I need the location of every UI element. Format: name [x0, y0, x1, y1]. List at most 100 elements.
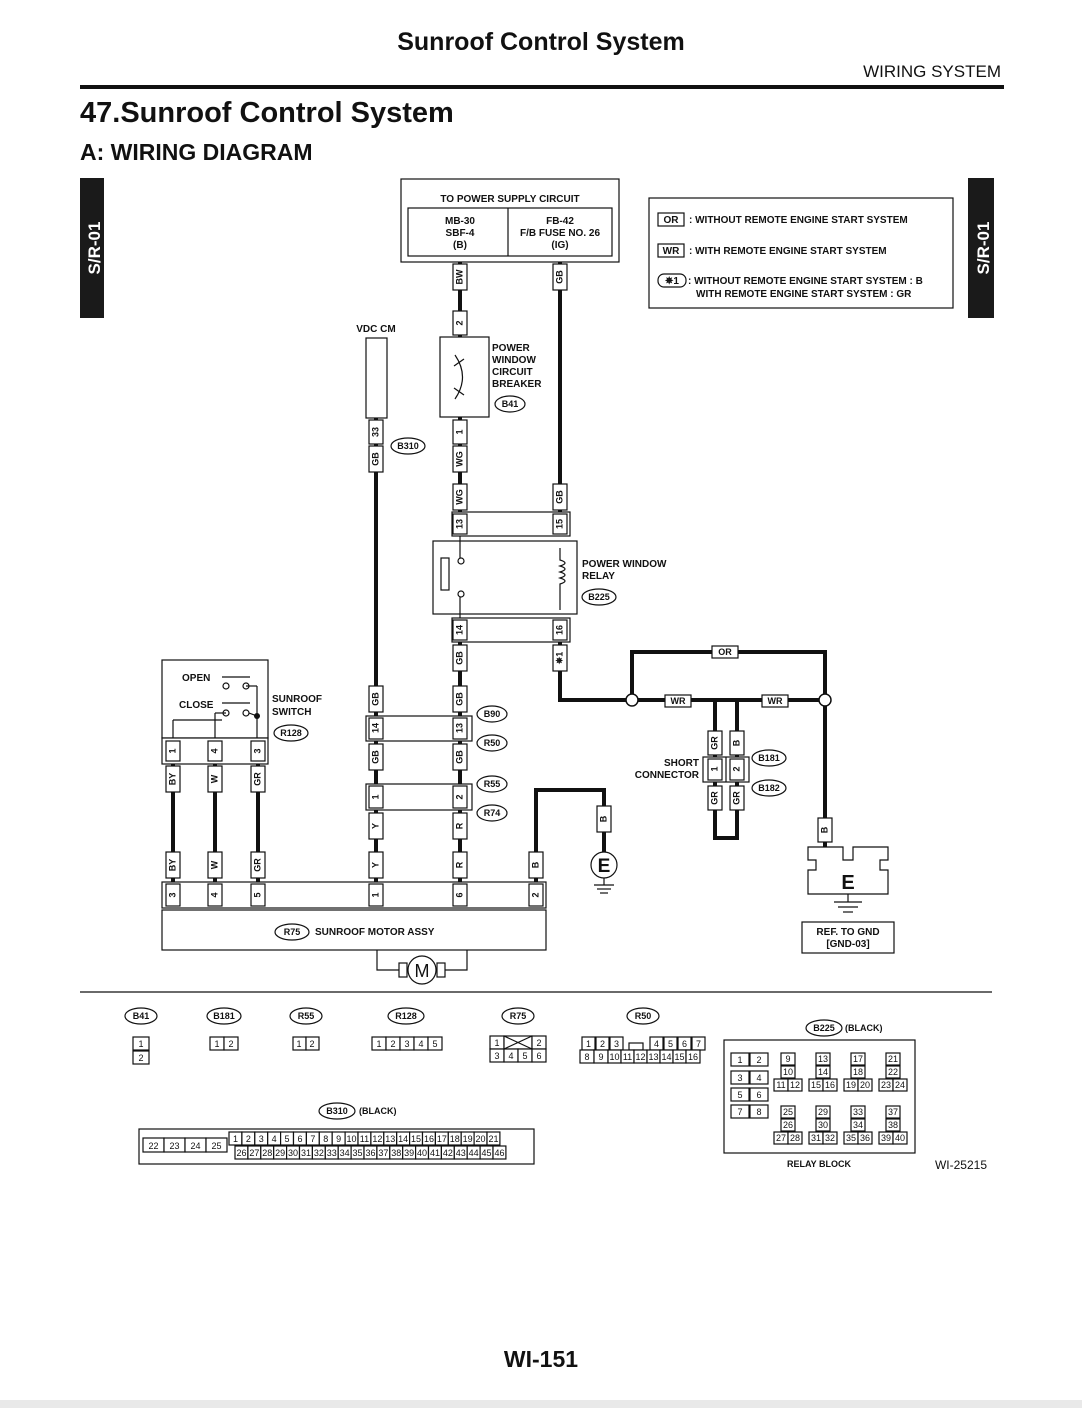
- cv-key: [628, 1042, 644, 1051]
- cv-pin: 3: [737, 1073, 742, 1083]
- legend-star-line1: : WITHOUT REMOTE ENGINE START SYSTEM : B: [688, 276, 923, 287]
- wire-label-gr: GR: [731, 791, 741, 805]
- wire-label-w: W: [209, 860, 219, 869]
- pin-label: 13: [454, 519, 464, 529]
- cv-pin: 33: [853, 1107, 863, 1117]
- cv-pin: 23: [169, 1141, 179, 1151]
- cv-pin: 11: [360, 1134, 369, 1144]
- breaker-label-1: POWER: [492, 343, 531, 354]
- pin-label: 3: [167, 892, 177, 897]
- cv-pin: 37: [888, 1107, 898, 1117]
- cv-pin: 12: [790, 1080, 800, 1090]
- pin-label: 4: [209, 748, 219, 753]
- connector-r55-r74: 1 2 R55 R74: [365, 775, 508, 822]
- cv-pin: 11: [623, 1052, 632, 1062]
- connector-view-suffix: (BLACK): [359, 1106, 397, 1116]
- legend-star-line2: WITH REMOTE ENGINE START SYSTEM : GR: [696, 289, 912, 300]
- section-label: WIRING SYSTEM: [863, 62, 1001, 81]
- cv-pin: 8: [584, 1052, 589, 1062]
- cv-cell: [885, 1065, 901, 1079]
- cv-pin: 2: [138, 1053, 143, 1063]
- sunroof-motor-assy: 3 4 5 1 6 2 R75 SUNROOF MOTOR ASSY M: [161, 881, 547, 985]
- cv-pin: 14: [398, 1134, 408, 1144]
- wire-label-wg: WG: [454, 451, 464, 467]
- conn-tag-b310: B310: [397, 441, 419, 451]
- cv-pin: 9: [336, 1134, 341, 1144]
- cv-pin: 15: [811, 1080, 821, 1090]
- wire-label-gb: GB: [554, 270, 564, 284]
- legend-box: OR : WITHOUT REMOTE ENGINE START SYSTEM …: [648, 197, 954, 309]
- cv-cell: [685, 1049, 701, 1064]
- ground-symbol-small-label: E: [598, 856, 611, 877]
- cv-pin: 4: [756, 1073, 761, 1083]
- cv-pin: 21: [888, 1054, 898, 1064]
- cv-pin: 30: [818, 1120, 828, 1130]
- cv-pin: 3: [614, 1039, 619, 1049]
- cv-pin: 20: [476, 1134, 486, 1144]
- page-bottom-strip: [0, 1400, 1082, 1408]
- ground-symbol-small: E: [590, 851, 618, 894]
- switch-label-2: SWITCH: [272, 707, 311, 718]
- short-connector-label-2: CONNECTOR: [635, 770, 700, 781]
- ps-right-3: (IG): [551, 240, 568, 251]
- legend-wr-text: : WITH REMOTE ENGINE START SYSTEM: [689, 246, 887, 257]
- cv-pin: 7: [737, 1107, 742, 1117]
- wire-label-w: W: [209, 774, 219, 783]
- cv-pin: 25: [211, 1141, 221, 1151]
- cv-pin: 39: [404, 1148, 414, 1158]
- cv-pin: 10: [783, 1067, 793, 1077]
- conn-tag-r128: R128: [280, 728, 302, 738]
- cv-pin: 4: [654, 1039, 659, 1049]
- wire-label-y: Y: [370, 862, 380, 868]
- cv-pin: 15: [411, 1134, 421, 1144]
- cv-pin: 41: [430, 1148, 440, 1158]
- wire-label-gr: GR: [709, 791, 719, 805]
- pin-label: 3: [252, 748, 262, 753]
- pin-label: 6: [454, 892, 464, 897]
- wire-label-gr: GR: [252, 858, 262, 872]
- connector-view-tag: B310: [326, 1106, 348, 1116]
- cv-pin: 10: [347, 1134, 357, 1144]
- side-tab-left-label: S/R-01: [85, 222, 104, 275]
- cv-pin: 2: [600, 1039, 605, 1049]
- conn-tag-b182: B182: [758, 783, 780, 793]
- cv-cell: [857, 1131, 873, 1145]
- connector-view-r75: R75 1 2 3 4 5 6: [489, 1007, 547, 1063]
- cv-cell: [850, 1065, 866, 1079]
- cv-cell: [749, 1052, 769, 1067]
- cv-cell: [787, 1131, 803, 1145]
- cv-pin: 32: [314, 1148, 324, 1158]
- pin-label: 5: [252, 892, 262, 897]
- pin-label: 2: [731, 766, 741, 771]
- breaker-label-2: WINDOW: [492, 355, 536, 366]
- wire-label-gb: GB: [554, 490, 564, 504]
- legend-or-text: : WITHOUT REMOTE ENGINE START SYSTEM: [689, 215, 908, 226]
- cv-cell: [787, 1078, 803, 1092]
- cv-cell: [749, 1087, 769, 1102]
- cv-pin: 12: [372, 1134, 382, 1144]
- cv-pin: 36: [860, 1133, 870, 1143]
- cv-pin: 22: [148, 1141, 158, 1151]
- cv-pin: 24: [895, 1080, 905, 1090]
- power-window-relay: 13 15 14 16 POWER WINDOW RELAY B225: [432, 511, 667, 643]
- cv-pin: 5: [668, 1039, 673, 1049]
- cv-pin: 34: [340, 1148, 350, 1158]
- cv-pin: 1: [376, 1039, 381, 1049]
- pin-label: 14: [454, 625, 464, 635]
- conn-tag-b41: B41: [502, 399, 519, 409]
- cv-pin: 29: [818, 1107, 828, 1117]
- pin-label: 14: [370, 723, 380, 733]
- cv-pin: 30: [288, 1148, 298, 1158]
- conn-tag-r75: R75: [284, 927, 301, 937]
- pin-label: 1: [370, 892, 380, 897]
- wire-label-b: B: [530, 861, 540, 868]
- cv-pin: 8: [756, 1107, 761, 1117]
- cv-pin: 38: [888, 1120, 898, 1130]
- cv-pin: 6: [756, 1090, 761, 1100]
- wire-label-r: R: [454, 861, 464, 868]
- connector-view-tag: R75: [510, 1011, 527, 1021]
- pin-label: 2: [454, 320, 464, 325]
- wire-label-gr: GR: [252, 772, 262, 786]
- connector-view-b41: B41 1 2: [124, 1007, 158, 1065]
